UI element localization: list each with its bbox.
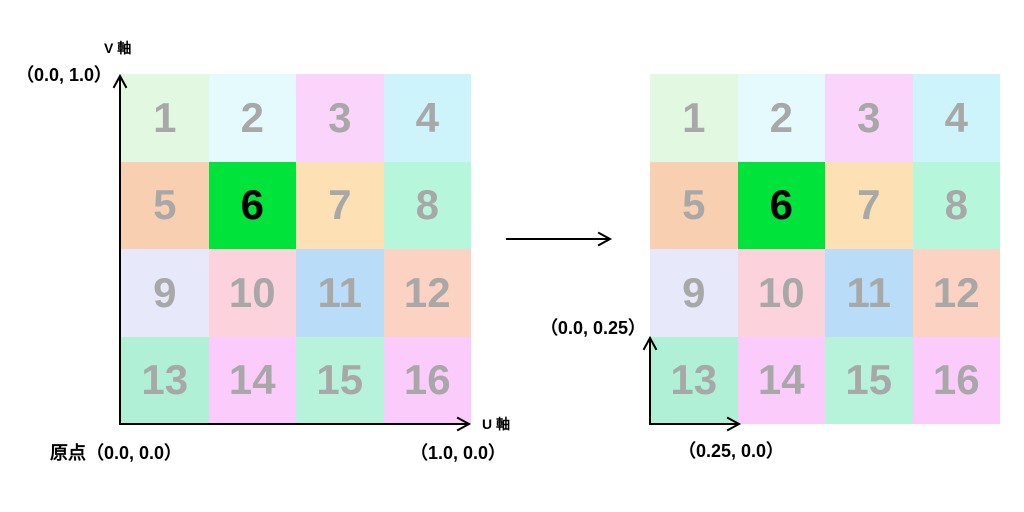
cell-number: 6 — [769, 181, 793, 229]
left-cell-1: 1 — [121, 74, 209, 162]
right-cell-16: 16 — [912, 336, 1000, 424]
u-axis-label: U 軸 — [482, 416, 510, 432]
right-cell-2: 2 — [737, 74, 825, 162]
right-cell-15: 15 — [825, 336, 913, 424]
cell-number: 14 — [757, 356, 805, 404]
cell-number: 9 — [682, 268, 706, 316]
left-cell-4: 4 — [383, 74, 471, 162]
right-cell-9: 9 — [650, 249, 738, 337]
transition-arrow-head — [597, 231, 613, 247]
right-cell-13: 13 — [650, 336, 738, 424]
cell-number: 2 — [240, 93, 264, 141]
left-cell-13: 13 — [121, 336, 209, 424]
cell-number: 2 — [769, 93, 793, 141]
right-cell-12: 12 — [912, 249, 1000, 337]
left-cell-9: 9 — [121, 249, 209, 337]
cell-number: 15 — [316, 356, 364, 404]
origin-coordinate: 原点（0.0, 0.0） — [50, 443, 183, 463]
left-cell-7: 7 — [296, 161, 384, 249]
right-cell-6-highlighted: 6 — [737, 161, 825, 249]
cell-number: 1 — [153, 93, 177, 141]
right-cell-11: 11 — [825, 249, 913, 337]
left-cell-12: 12 — [383, 249, 471, 337]
left-cell-11: 11 — [296, 249, 384, 337]
cell-number: 13 — [141, 356, 189, 404]
cell-number: 12 — [403, 268, 451, 316]
left-cell-5: 5 — [121, 161, 209, 249]
left-cell-2: 2 — [208, 74, 296, 162]
right-cell-1: 1 — [650, 74, 738, 162]
cell-number: 12 — [932, 268, 980, 316]
cell-number: 5 — [682, 181, 706, 229]
cell-number: 1 — [682, 93, 706, 141]
right-v-axis-end-coordinate: （0.0, 0.25） — [539, 318, 646, 338]
cell-number: 11 — [317, 268, 362, 316]
cell-number: 4 — [415, 93, 439, 141]
right-cell-7: 7 — [825, 161, 913, 249]
v-axis-end-coordinate: （0.0, 1.0） — [15, 65, 112, 85]
cell-number: 10 — [228, 268, 276, 316]
left-cell-15: 15 — [296, 336, 384, 424]
cell-number: 5 — [153, 181, 177, 229]
right-cell-14: 14 — [737, 336, 825, 424]
cell-number: 15 — [845, 356, 893, 404]
cell-number: 14 — [228, 356, 276, 404]
cell-number: 8 — [415, 181, 439, 229]
right-cell-4: 4 — [912, 74, 1000, 162]
cell-number: 3 — [328, 93, 352, 141]
right-cell-10: 10 — [737, 249, 825, 337]
cell-number: 7 — [328, 181, 352, 229]
cell-number: 16 — [932, 356, 980, 404]
cell-number: 16 — [403, 356, 451, 404]
left-cell-6-highlighted: 6 — [208, 161, 296, 249]
left-cell-8: 8 — [383, 161, 471, 249]
cell-number: 10 — [757, 268, 805, 316]
cell-number: 3 — [857, 93, 881, 141]
left-cell-14: 14 — [208, 336, 296, 424]
cell-number: 4 — [944, 93, 968, 141]
v-axis-label: V 軸 — [104, 40, 132, 56]
u-axis-end-coordinate: （1.0, 0.0） — [410, 443, 507, 463]
right-cell-5: 5 — [650, 161, 738, 249]
cell-number: 8 — [944, 181, 968, 229]
cell-number: 11 — [846, 268, 891, 316]
left-uv-grid: 1 2 3 4 5 6 7 8 9 10 11 12 13 14 15 16 — [121, 74, 471, 424]
right-u-axis-end-coordinate: （0.25, 0.0） — [678, 441, 785, 461]
left-cell-16: 16 — [383, 336, 471, 424]
cell-number: 6 — [240, 181, 264, 229]
cell-number: 7 — [857, 181, 881, 229]
cell-number: 13 — [670, 356, 718, 404]
cell-number: 9 — [153, 268, 177, 316]
right-cell-3: 3 — [825, 74, 913, 162]
left-cell-10: 10 — [208, 249, 296, 337]
right-uv-grid: 1 2 3 4 5 6 7 8 9 10 11 12 13 14 15 16 — [650, 74, 1000, 424]
left-cell-3: 3 — [296, 74, 384, 162]
right-cell-8: 8 — [912, 161, 1000, 249]
